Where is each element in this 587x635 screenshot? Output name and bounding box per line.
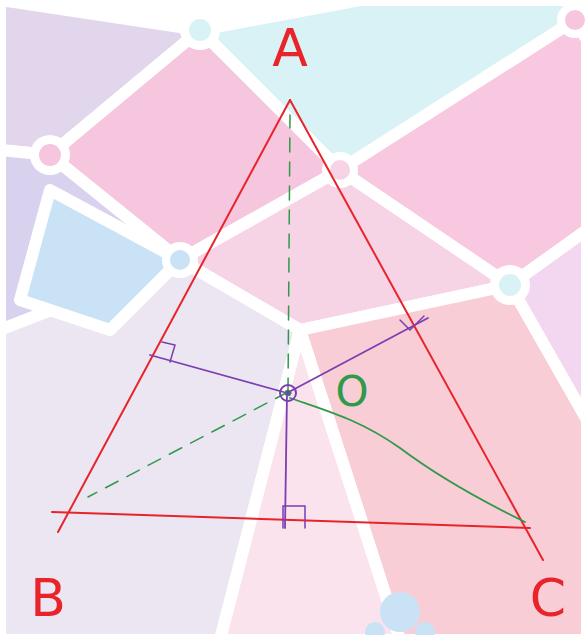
segment bbox=[290, 398, 525, 522]
vertex-label: B bbox=[30, 572, 66, 624]
right-angle-mark bbox=[400, 316, 424, 330]
right-angle-mark bbox=[283, 506, 305, 528]
triangle-side bbox=[52, 512, 530, 528]
perpendicular bbox=[285, 393, 287, 528]
triangle-side bbox=[290, 100, 543, 560]
point-label: O bbox=[335, 371, 368, 413]
pattern-nodes bbox=[30, 2, 587, 635]
dashed-segment bbox=[288, 115, 290, 392]
interior-point bbox=[280, 385, 296, 401]
vertex-label: A bbox=[272, 22, 308, 74]
dashed-segment bbox=[88, 392, 288, 497]
right-angle-mark bbox=[162, 342, 175, 362]
triangle-side bbox=[58, 100, 290, 532]
vertex-label: C bbox=[530, 572, 566, 624]
interior-point bbox=[285, 390, 291, 396]
